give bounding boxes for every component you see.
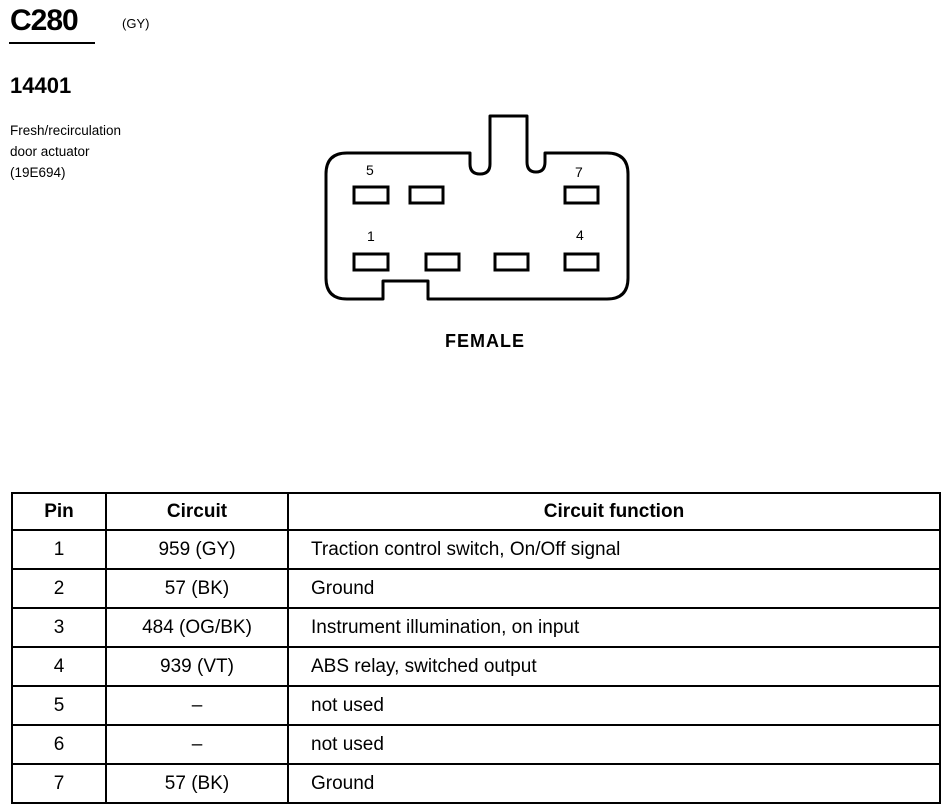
cell-pin: 6 [11, 724, 107, 765]
table-row: 3 484 (OG/BK) Instrument illumination, o… [11, 607, 941, 648]
description-line: door actuator [10, 144, 90, 159]
table-header-row: Pin Circuit Circuit function [11, 492, 941, 531]
cell-circuit: – [105, 685, 289, 726]
connector-id: C280 [10, 4, 79, 37]
cell-function: Ground [287, 763, 941, 804]
pin-cavity [408, 185, 445, 205]
pin-label: 4 [576, 227, 584, 243]
header-circuit: Circuit [105, 492, 289, 531]
cell-pin: 7 [11, 763, 107, 804]
table-row: 2 57 (BK) Ground [11, 568, 941, 609]
pin-cavity [493, 252, 530, 272]
cell-function: Instrument illumination, on input [287, 607, 941, 648]
header-circuit-function: Circuit function [287, 492, 941, 531]
cell-function: Ground [287, 568, 941, 609]
cell-pin: 3 [11, 607, 107, 648]
cell-circuit: 57 (BK) [105, 763, 289, 804]
pin-cavity [352, 252, 390, 272]
table-row: 1 959 (GY) Traction control switch, On/O… [11, 529, 941, 570]
connector-color-code: (GY) [122, 16, 150, 31]
cell-circuit: 939 (VT) [105, 646, 289, 687]
pin-cavity [563, 185, 600, 205]
cell-pin: 1 [11, 529, 107, 570]
connector-face-diagram: 5 7 1 4 [324, 114, 630, 301]
cell-pin: 5 [11, 685, 107, 726]
pin-cavity [352, 185, 390, 205]
pin-cavity [424, 252, 461, 272]
description-line: Fresh/recirculation [10, 123, 122, 138]
cell-pin: 4 [11, 646, 107, 687]
connector-description: Fresh/recirculation door actuator (19E69… [10, 120, 180, 183]
cell-circuit: 959 (GY) [105, 529, 289, 570]
pin-label: 5 [366, 162, 374, 178]
pin-cavity [563, 252, 600, 272]
cell-function: not used [287, 724, 941, 765]
pin-label: 7 [575, 164, 583, 180]
cell-pin: 2 [11, 568, 107, 609]
part-number: 14401 [10, 73, 72, 98]
description-line: (19E694) [10, 165, 66, 180]
table-row: 7 57 (BK) Ground [11, 763, 941, 804]
table-row: 5 – not used [11, 685, 941, 726]
pin-label: 1 [367, 228, 375, 244]
connector-gender-label: FEMALE [445, 331, 525, 351]
cell-function: Traction control switch, On/Off signal [287, 529, 941, 570]
header-pin: Pin [11, 492, 107, 531]
table-row: 6 – not used [11, 724, 941, 765]
cell-function: not used [287, 685, 941, 726]
cell-circuit: – [105, 724, 289, 765]
connector-housing-outline [324, 114, 630, 301]
pin-function-table: Pin Circuit Circuit function 1 959 (GY) … [11, 492, 941, 804]
connector-id-underline [9, 42, 95, 44]
cell-circuit: 57 (BK) [105, 568, 289, 609]
cell-function: ABS relay, switched output [287, 646, 941, 687]
cell-circuit: 484 (OG/BK) [105, 607, 289, 648]
table-row: 4 939 (VT) ABS relay, switched output [11, 646, 941, 687]
